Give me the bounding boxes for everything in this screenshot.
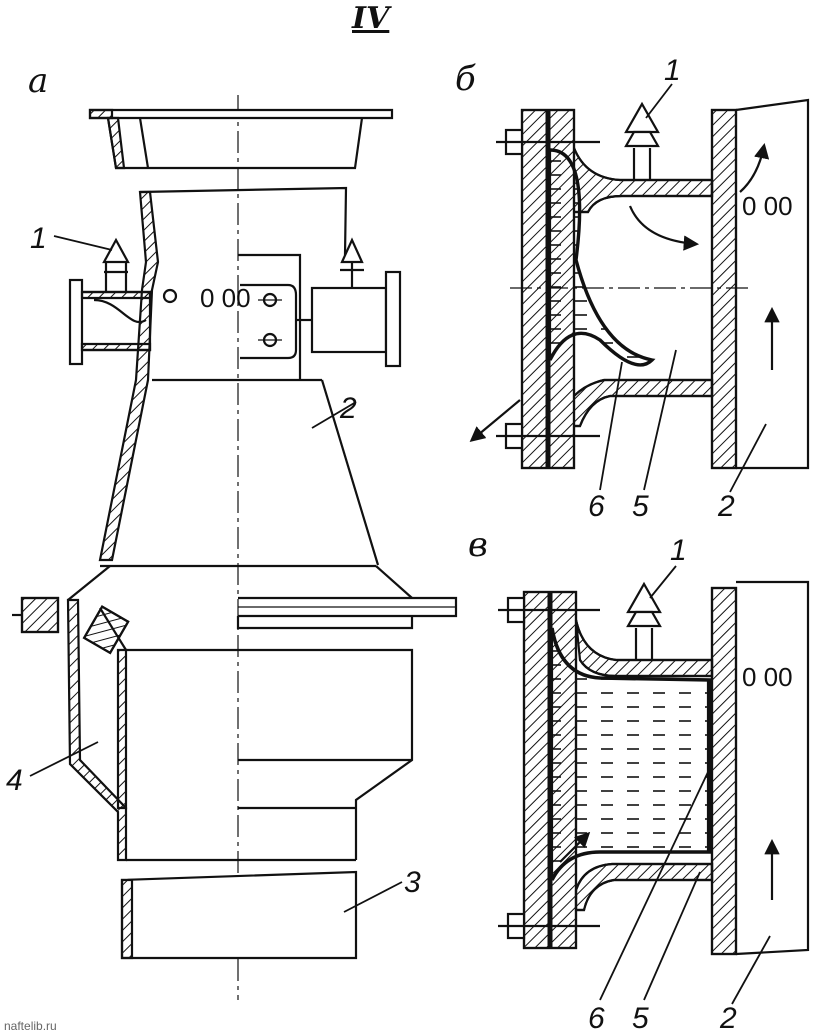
right-nozzle <box>240 237 402 368</box>
diffuser-section <box>98 186 380 568</box>
label-v-2: 2 <box>719 1002 737 1035</box>
panel-b: б 1 <box>455 54 810 523</box>
leader-a-3 <box>343 881 403 913</box>
leader-a-2 <box>311 401 357 429</box>
valve-v <box>626 581 662 660</box>
pipe-wall-b <box>710 108 738 470</box>
mid-flange <box>236 565 458 630</box>
flow-arrow-b-1 <box>628 205 700 251</box>
panel-v-label: в <box>468 525 488 565</box>
flow-arrow-b-4 <box>469 399 521 442</box>
label-a-1: 1 <box>30 222 47 255</box>
bolts-v <box>498 596 600 940</box>
bolts-b <box>496 128 600 450</box>
flow-arrow-b-2 <box>739 142 770 193</box>
label-v-5: 5 <box>632 1002 649 1035</box>
leader-a-4 <box>29 741 99 777</box>
label-b-6: 6 <box>588 490 605 523</box>
panel-b-label: б <box>455 59 476 99</box>
holes-a: 0 00 <box>200 283 251 313</box>
left-nozzle <box>68 237 178 366</box>
label-v-6: 6 <box>588 1002 605 1035</box>
valve-b <box>624 101 660 180</box>
label-b-5: 5 <box>632 490 649 523</box>
panel-a-label: а <box>28 61 48 101</box>
label-a-2: 2 <box>339 392 357 425</box>
panel-v: в 1 0 00 <box>468 525 810 1035</box>
holes-v: 0 00 <box>742 662 793 692</box>
label-b-1: 1 <box>664 54 681 87</box>
leader-a-1 <box>53 235 113 251</box>
label-b-2: 2 <box>717 490 735 523</box>
label-a-4: 4 <box>6 764 23 797</box>
top-hood <box>88 108 394 170</box>
watermark: naftelib.ru <box>4 1019 57 1033</box>
label-v-1: 1 <box>670 534 687 567</box>
panel-a: а <box>6 61 458 1000</box>
figure-number: IV <box>351 1 392 36</box>
bottom-pipe <box>120 870 358 960</box>
holes-b: 0 00 <box>742 191 793 221</box>
label-a-3: 3 <box>404 866 421 899</box>
lower-body <box>12 565 414 862</box>
flow-arrow-v-2 <box>559 831 591 863</box>
